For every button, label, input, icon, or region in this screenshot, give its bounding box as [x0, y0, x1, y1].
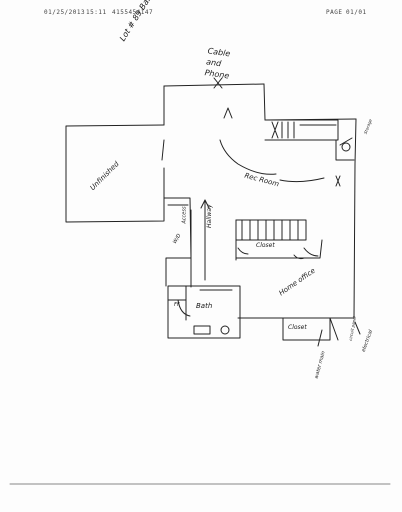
cable-phone-label: Cable and Phone	[204, 46, 231, 81]
bath-walls	[167, 285, 241, 339]
fax-time: 15:11	[86, 9, 107, 16]
fax-page-number: 01/01	[346, 9, 367, 16]
closet-bottom	[282, 317, 331, 341]
ff-label: FF	[174, 302, 180, 308]
wall-unfinished	[65, 124, 165, 223]
access-label: Access	[181, 206, 188, 224]
wall-north-east	[263, 83, 357, 121]
hallway-label: Hallway	[206, 204, 213, 228]
fax-date: 01/25/2013	[44, 9, 86, 16]
closet-bottom-label: Closet	[288, 324, 307, 331]
stairs	[235, 219, 307, 241]
wall-east	[353, 118, 357, 319]
fax-number: 4155454147	[112, 9, 154, 16]
storage-box	[264, 119, 339, 141]
fax-page-label: PAGE	[326, 9, 343, 16]
wall-north	[163, 83, 265, 87]
bath-label: Bath	[196, 302, 213, 310]
closet-top-label: Closet	[256, 242, 275, 249]
